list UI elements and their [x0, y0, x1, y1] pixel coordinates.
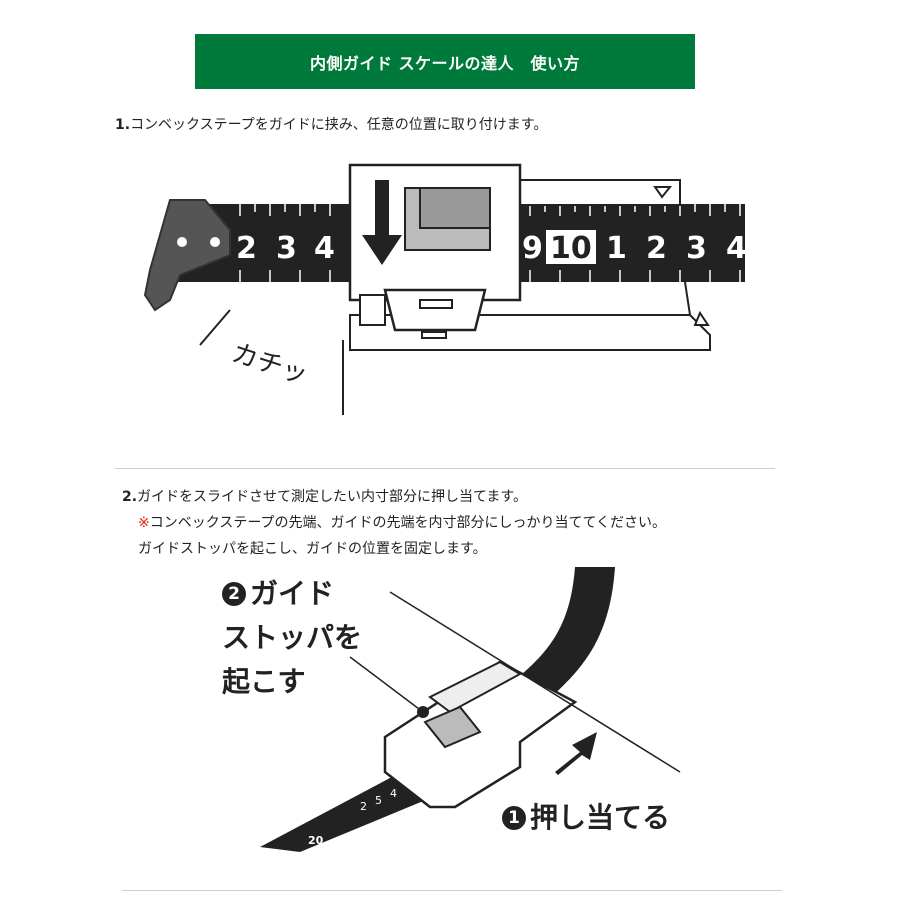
tape-digit: 3	[686, 231, 707, 266]
tape-digit: 4	[314, 231, 335, 266]
page-title: 内側ガイド スケールの達人 使い方	[309, 53, 581, 73]
tape-digit: 3	[276, 231, 297, 266]
push-callout-text: 押し当てる	[530, 801, 671, 834]
stopper-callout-line: ストッパを	[222, 621, 363, 654]
tape-label: 5	[375, 794, 382, 807]
tape-digit: 2	[646, 231, 667, 266]
tape-label: 4	[390, 787, 397, 800]
tape-digit: 1	[606, 231, 627, 266]
tape-digit: 9	[522, 231, 543, 266]
step-2-instruction: 2.ガイドをスライドさせて測定したい内寸部分に押し当てます。 ※コンベックステー…	[122, 484, 666, 562]
stopper-callout-line: 起こす	[222, 665, 306, 698]
note-mark: ※	[138, 515, 150, 531]
tape-digit: 2	[236, 231, 257, 266]
section-divider	[115, 468, 775, 469]
step-badge-1: 1	[502, 806, 526, 830]
page-title-banner: 内側ガイド スケールの達人 使い方	[195, 34, 695, 89]
step-2-number: 2.	[122, 489, 138, 505]
stopper-callout-line: ガイド	[250, 577, 335, 610]
bottom-divider	[122, 890, 782, 891]
step-1-instruction: 1.コンベックステープをガイドに挟み、任意の位置に取り付けます。	[115, 114, 547, 134]
tape-digit: 4	[726, 231, 747, 266]
step-2-illustration: 30 20 2 5 4 3	[260, 567, 681, 852]
step-1-illustration: 2 3 4 9 10 1 2 3 4 カチッ	[143, 163, 747, 415]
step-1-text: コンベックステープをガイドに挟み、任意の位置に取り付けます。	[130, 117, 548, 133]
tape-label: 2	[360, 800, 367, 813]
tape-digit-highlight: 10	[550, 231, 592, 266]
step-badge-2: 2	[222, 582, 246, 606]
step-1-number: 1.	[115, 117, 131, 133]
step-2-line-3: ガイドストッパを起こし、ガイドの位置を固定します。	[138, 541, 487, 557]
tape-label: 20	[308, 834, 324, 847]
step-2-line-2: コンベックステープの先端、ガイドの先端を内寸部分にしっかり当ててください。	[149, 515, 667, 531]
click-sound-text: カチッ	[228, 338, 311, 391]
step-2-line-1: ガイドをスライドさせて測定したい内寸部分に押し当てます。	[137, 489, 527, 505]
